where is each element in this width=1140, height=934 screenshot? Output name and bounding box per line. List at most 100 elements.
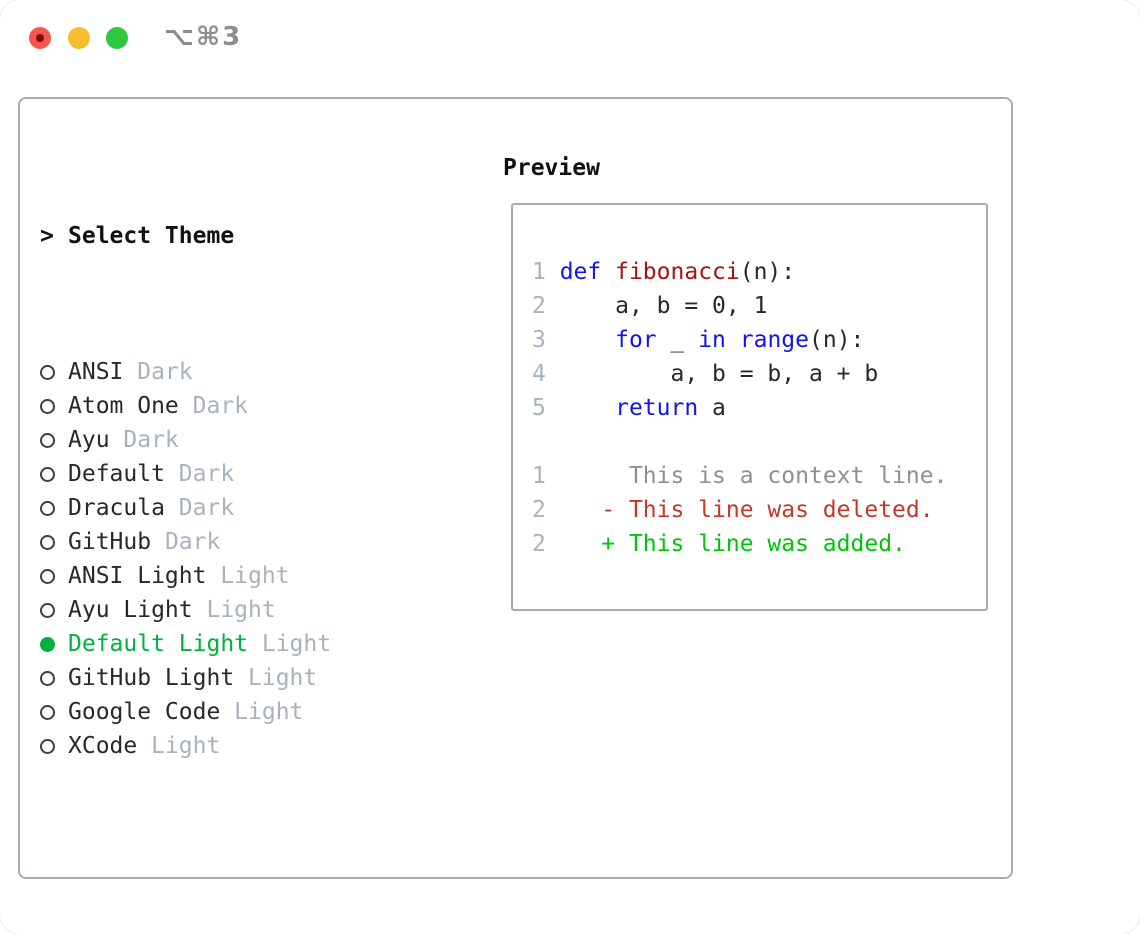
- theme-option-default[interactable]: Default Dark: [40, 457, 428, 491]
- code-line-9: 2 + This line was added.: [532, 527, 986, 561]
- code-token: [546, 463, 629, 489]
- code-token: return: [615, 395, 699, 421]
- line-number: 2: [532, 497, 546, 523]
- radio-icon: [40, 466, 68, 482]
- code-line-7: 1 This is a context line.: [532, 459, 986, 493]
- radio-icon: [40, 738, 68, 754]
- theme-option-ayu[interactable]: Ayu Dark: [40, 423, 428, 457]
- code-line-1: 1 def fibonacci(n):: [532, 255, 986, 289]
- radio-icon: [40, 602, 68, 618]
- radio-icon: [40, 398, 68, 414]
- theme-option-ansi-light[interactable]: ANSI Light Light: [40, 559, 428, 593]
- code-token: _: [656, 327, 699, 353]
- theme-variant-label: Dark: [164, 495, 235, 521]
- code-token: (n):: [809, 327, 865, 353]
- theme-variant-label: Dark: [109, 427, 179, 453]
- theme-variant-label: Light: [192, 597, 276, 623]
- code-token: [546, 531, 601, 557]
- line-number: 3: [532, 327, 546, 353]
- minimize-button[interactable]: [68, 27, 90, 49]
- code-token: This is a context line.: [628, 463, 948, 489]
- theme-option-github-light[interactable]: GitHub Light Light: [40, 661, 428, 695]
- code-line-5: 5 return a: [532, 391, 986, 425]
- theme-option-label: Ayu: [68, 427, 110, 453]
- theme-variant-label: Dark: [164, 461, 235, 487]
- code-token: [726, 327, 740, 353]
- code-token: fibonacci: [615, 259, 740, 285]
- theme-option-ayu-light[interactable]: Ayu Light Light: [40, 593, 428, 627]
- theme-option-github[interactable]: GitHub Dark: [40, 525, 428, 559]
- theme-option-label: ANSI Light: [68, 563, 207, 589]
- preview-heading: Preview: [503, 155, 600, 181]
- line-number: 2: [532, 293, 546, 319]
- code-line-2: 2 a, b = 0, 1: [532, 289, 986, 323]
- radio-icon: [40, 670, 68, 686]
- radio-icon: [40, 636, 68, 652]
- line-number: 1: [532, 463, 546, 489]
- theme-option-label: ANSI: [68, 359, 124, 385]
- theme-option-default-light[interactable]: Default Light Light: [40, 627, 428, 661]
- cursor-marker: >: [40, 223, 54, 249]
- theme-option-dracula[interactable]: Dracula Dark: [40, 491, 428, 525]
- code-token: a: [698, 395, 726, 421]
- select-theme-heading-label: Select Theme: [68, 223, 235, 249]
- code-token: range: [739, 327, 810, 353]
- theme-variant-label: Light: [220, 699, 304, 725]
- line-number: 1: [532, 259, 560, 285]
- radio-icon: [40, 568, 68, 584]
- theme-option-label: GitHub Light: [68, 665, 235, 691]
- code-token: def: [559, 259, 602, 285]
- line-number: 4: [532, 361, 546, 387]
- theme-variant-label: Light: [206, 563, 290, 589]
- code-line-6: [532, 425, 986, 459]
- line-number: 2: [532, 531, 546, 557]
- close-button-dot: [36, 34, 44, 42]
- theme-variant-label: Dark: [123, 359, 193, 385]
- code-line-8: 2 - This line was deleted.: [532, 493, 986, 527]
- theme-option-label: Ayu Light: [68, 597, 193, 623]
- code-line-4: 4 a, b = b, a + b: [532, 357, 986, 391]
- line-number: 5: [532, 395, 546, 421]
- radio-icon: [40, 364, 68, 380]
- theme-option-label: Atom One: [68, 393, 179, 419]
- code-token: [601, 259, 615, 285]
- code-token: a, b = 0, 1: [545, 293, 768, 319]
- zoom-button[interactable]: [106, 27, 128, 49]
- theme-option-label: Default: [68, 461, 165, 487]
- theme-variant-label: Dark: [178, 393, 249, 419]
- theme-option-atom-one[interactable]: Atom One Dark: [40, 389, 428, 423]
- code-token: - This line was deleted.: [601, 497, 934, 523]
- theme-option-label: Google Code: [68, 699, 221, 725]
- code-token: [546, 497, 601, 523]
- theme-variant-label: Light: [137, 733, 221, 759]
- theme-option-ansi[interactable]: ANSI Dark: [40, 355, 428, 389]
- code-line-3: 3 for _ in range(n):: [532, 323, 986, 357]
- radio-icon: [40, 500, 68, 516]
- close-button[interactable]: [29, 27, 51, 49]
- code-token: in: [698, 327, 726, 353]
- theme-variant-label: Light: [248, 631, 332, 657]
- radio-icon: [40, 432, 68, 448]
- code-token: for: [615, 327, 657, 353]
- theme-option-label: GitHub: [68, 529, 152, 555]
- theme-option-xcode[interactable]: XCode Light: [40, 729, 428, 763]
- theme-option-label: Dracula: [68, 495, 165, 521]
- window-title: ⌥⌘3: [164, 22, 243, 52]
- radio-icon: [40, 534, 68, 550]
- code-token: + This line was added.: [601, 531, 906, 557]
- spacer: [40, 865, 428, 899]
- code-token: (n):: [739, 259, 796, 285]
- code-token: [546, 327, 615, 353]
- code-token: a, b = b, a + b: [545, 361, 879, 387]
- theme-variant-label: Dark: [151, 529, 221, 555]
- window-titlebar: ⌥⌘3: [0, 0, 1140, 76]
- theme-option-google-code[interactable]: Google Code Light: [40, 695, 428, 729]
- code-token: [546, 395, 615, 421]
- select-theme-heading: > Select Theme: [40, 219, 428, 253]
